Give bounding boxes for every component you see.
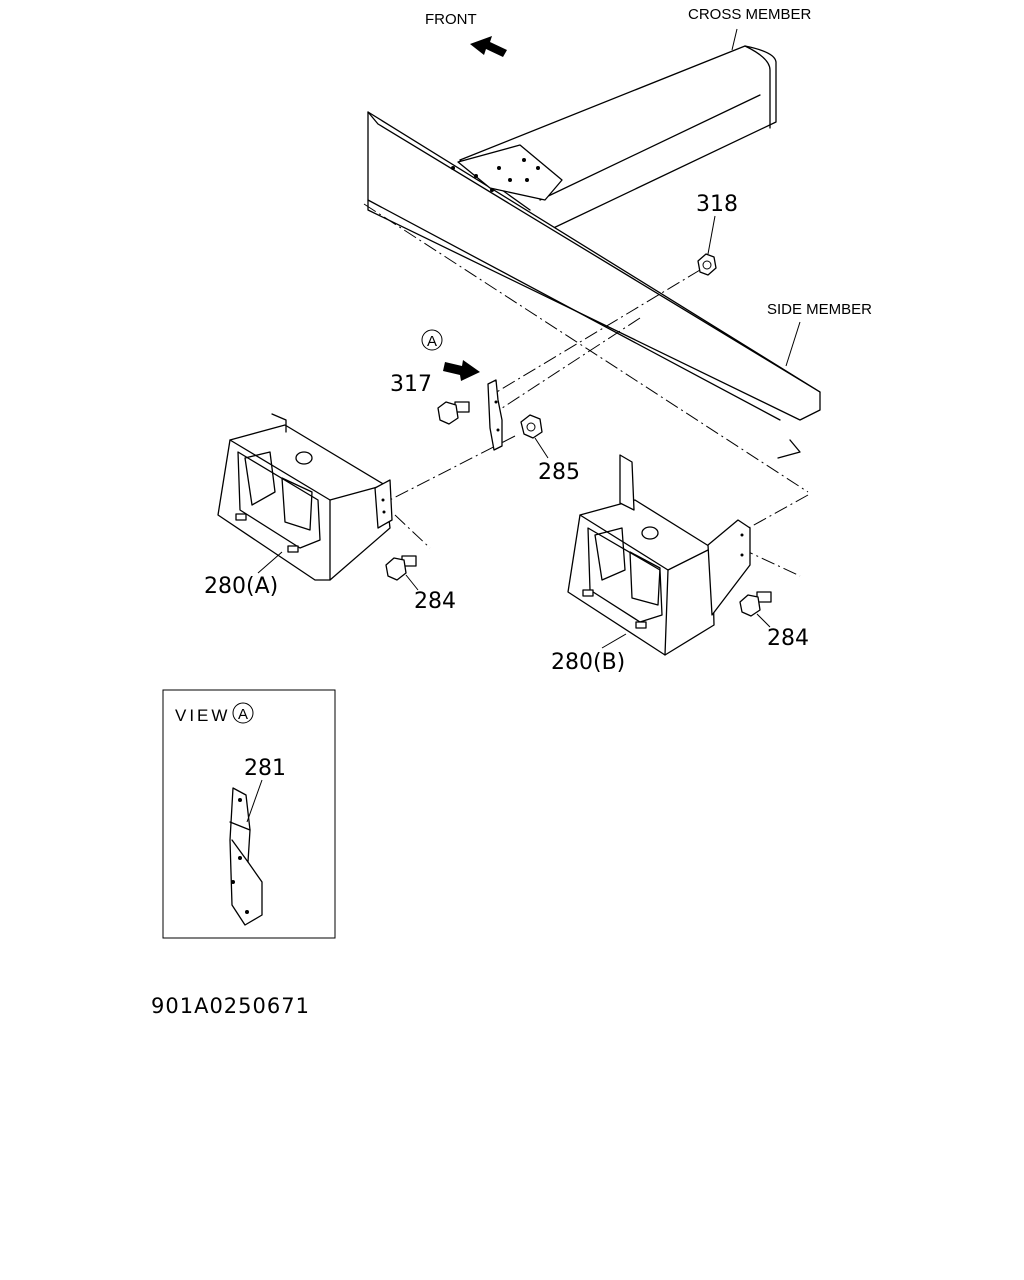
part-284a-label: 284	[414, 589, 456, 614]
front-arrow	[470, 36, 507, 57]
view-a-title-letter: A	[238, 706, 248, 723]
cross-member-label: CROSS MEMBER	[688, 6, 812, 23]
part-280a-label: 280(A)	[204, 574, 278, 599]
part-317-label: 317	[390, 372, 432, 397]
bolt-284b	[739, 591, 772, 617]
part-281-label: 281	[244, 756, 286, 781]
view-a-title: VIEW	[175, 706, 230, 725]
view-a-title-circle	[232, 702, 254, 724]
side-member	[367, 111, 821, 459]
nut-318	[697, 253, 717, 276]
side-member-leader	[785, 321, 801, 367]
bracket-281	[487, 379, 503, 451]
view-a-marker-letter: A	[427, 333, 437, 350]
part-280b-label: 280(B)	[551, 650, 625, 675]
part-285-leader	[534, 437, 549, 459]
part-281-leader	[246, 779, 263, 823]
part-280a-leader	[257, 551, 283, 574]
view-a-marker-circle	[421, 329, 443, 351]
part-284b-leader	[756, 613, 771, 628]
nut-285	[520, 414, 543, 439]
view-a-inset-frame	[162, 689, 336, 939]
part-285-label: 285	[538, 460, 580, 485]
part-318-leader	[707, 215, 716, 255]
side-member-label: SIDE MEMBER	[767, 301, 872, 318]
bracket-280a	[217, 413, 393, 581]
bolt-284a	[385, 555, 417, 581]
view-a-arrow	[443, 360, 480, 381]
bolt-317	[437, 401, 470, 425]
diagram-code: 901A0250671	[151, 994, 310, 1018]
part-318-label: 318	[696, 192, 738, 217]
bracket-280b	[567, 454, 751, 656]
part-280b-leader	[601, 633, 627, 649]
front-label: FRONT	[425, 11, 477, 28]
cross-member-leader	[731, 28, 738, 51]
inset-bracket-281	[229, 787, 263, 926]
part-284b-label: 284	[767, 626, 809, 651]
part-284a-leader	[405, 574, 419, 591]
